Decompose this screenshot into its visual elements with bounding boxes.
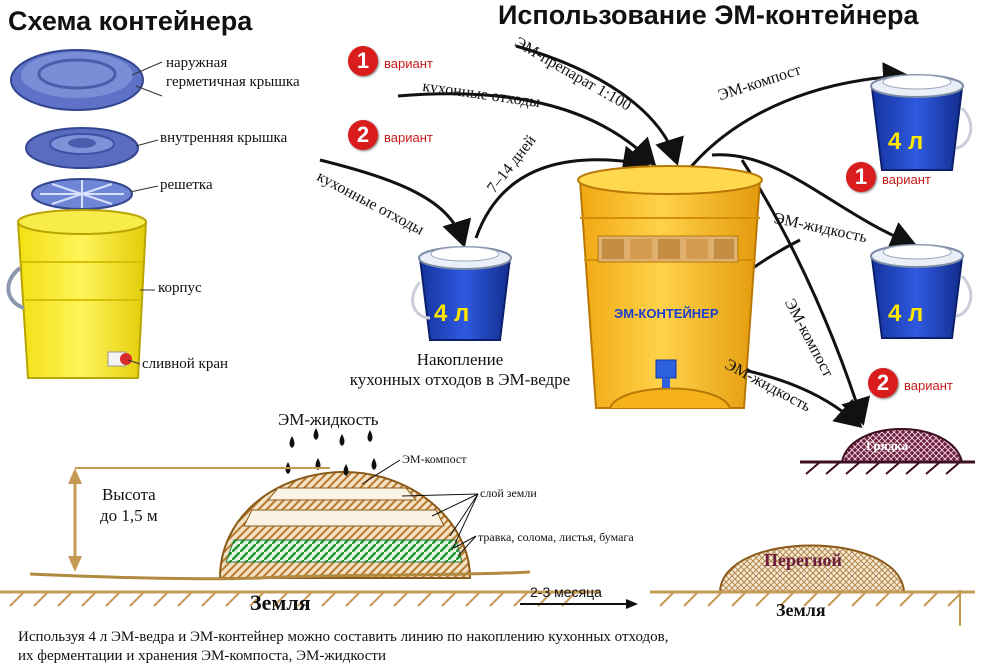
bucket-volume-label-top: 4 л xyxy=(888,128,924,155)
height-label: Высота до 1,5 м xyxy=(100,485,158,525)
humus-pile-image xyxy=(650,544,975,626)
height-arrow xyxy=(68,467,330,572)
ground-label-right: Земля xyxy=(776,600,826,620)
grate-image xyxy=(31,178,133,210)
pile-em-liquid-label: ЭМ-жидкость xyxy=(278,410,379,429)
em-container-image xyxy=(577,165,763,409)
variant-1-badge-right: 1 xyxy=(846,162,876,192)
schema-leader-lines xyxy=(127,61,163,365)
bottom-caption: Используя 4 л ЭМ-ведра и ЭМ-контейнер мо… xyxy=(18,629,669,664)
grate-label: решетка xyxy=(160,177,213,193)
bucket-top-right-image xyxy=(870,74,973,171)
tap-label: сливной кран xyxy=(142,356,229,372)
compost-pile-image xyxy=(218,470,472,579)
pile-em-compost-label: ЭМ-компост xyxy=(402,452,467,466)
variant-label: вариант xyxy=(384,56,433,71)
variant-label: вариант xyxy=(904,378,953,393)
container-body-image xyxy=(6,209,148,379)
body-label: корпус xyxy=(158,280,202,296)
ground-label: Земля xyxy=(250,590,311,615)
ground-line-left xyxy=(0,570,600,607)
usage-title: Использование ЭМ-контейнера xyxy=(498,0,919,30)
pile-leader-lines xyxy=(361,459,479,557)
variant-2-badge-left: 2 xyxy=(348,120,378,150)
period-arrow xyxy=(520,599,638,609)
em-bucket-center-image xyxy=(411,246,512,341)
variant-label: вариант xyxy=(384,130,433,145)
accumulation-label: Накопление кухонных отходов в ЭМ-ведре xyxy=(349,350,571,389)
bucket-volume-label-mid: 4 л xyxy=(888,300,924,327)
pile-grass-label: травка, солома, листья, бумага xyxy=(478,530,634,544)
garden-bed-image xyxy=(800,428,975,475)
bucket-volume-label-center: 4 л xyxy=(434,300,470,327)
outer-lid-label: наружная герметичная крышка xyxy=(166,55,300,90)
humus-label: Перегной xyxy=(764,550,842,570)
bed-label: Грядка xyxy=(866,438,909,453)
em-liquid-drops xyxy=(285,428,377,476)
inner-lid-label: внутренняя крышка xyxy=(160,130,288,146)
period-label: 2-3 месяца xyxy=(530,584,602,600)
variant-1-badge-top: 1 xyxy=(348,46,378,76)
container-label: ЭМ-КОНТЕЙНЕР xyxy=(614,306,719,321)
variant-label: вариант xyxy=(882,172,931,187)
variant-2-badge-right: 2 xyxy=(868,368,898,398)
pile-soil-layer-label: слой земли xyxy=(480,486,537,500)
schema-title: Схема контейнера xyxy=(8,6,253,36)
bucket-mid-right-image xyxy=(870,244,973,339)
inner-lid-image xyxy=(25,127,139,169)
outer-lid-image xyxy=(10,49,144,111)
